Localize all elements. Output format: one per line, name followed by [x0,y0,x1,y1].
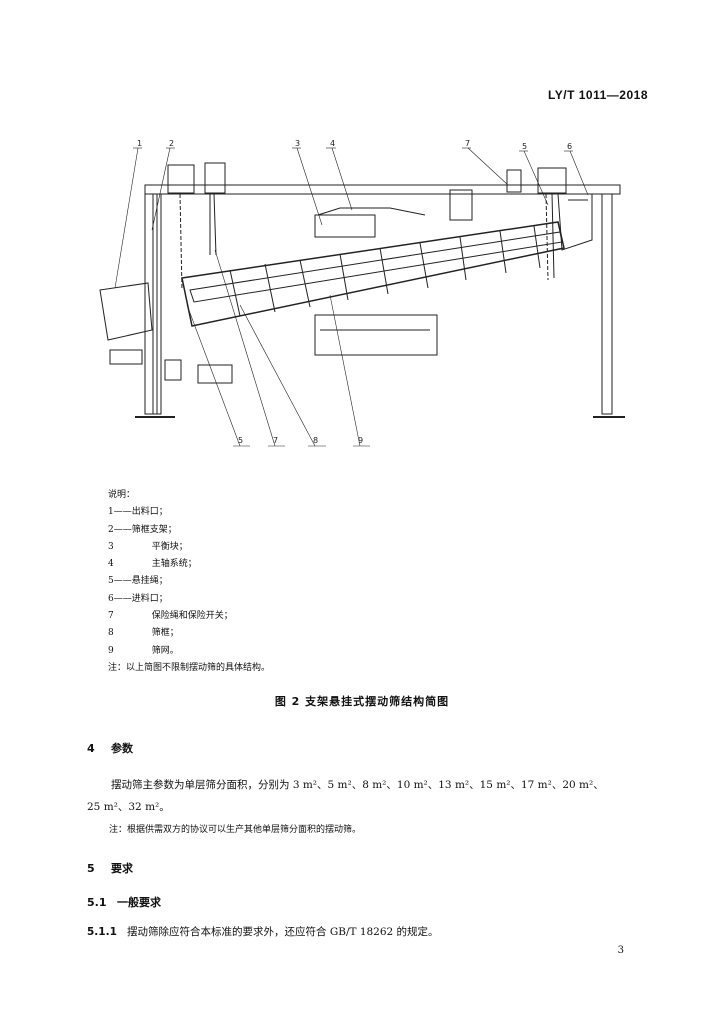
legend-item: 2——筛框支架； [108,524,177,535]
section-4-note: 注：根据供需双方的协议可以生产其他单层筛分面积的摆动筛。 [109,825,362,835]
support-top-beam [144,184,621,195]
feed-inlet [557,193,593,251]
legend-item: 5——悬挂绳； [108,576,168,587]
legend-item: 1——出料口； [108,507,168,518]
support-right-column [601,193,613,415]
balance-block [314,214,376,238]
section-4-paragraph-line2: 25 m²、32 m²。 [87,801,170,813]
callout-2: 2 [169,139,174,148]
support-left-column [144,193,158,415]
callout-1: 1 [137,139,142,148]
callout-9: 9 [358,436,363,445]
screen-frame [181,221,565,327]
legend-title: 说明： [108,490,136,500]
discharge-outlet [99,282,153,341]
callout-5-bottom: 5 [238,436,243,445]
callout-8: 8 [313,436,318,445]
legend-item: 6——进料口； [108,593,168,604]
support-left-inner-column [152,193,162,415]
legend-note: 注：以上简图不限制摆动筛的具体结构。 [108,662,271,673]
page-number: 3 [617,945,624,956]
main-shaft-system [317,207,426,216]
section-4-paragraph-line1: 摆动筛主参数为单层筛分面积，分别为 3 m²、5 m²、8 m²、10 m²、1… [111,779,604,791]
callout-7-bottom: 7 [273,436,278,445]
callout-4: 4 [330,139,335,148]
callout-6: 6 [567,142,572,151]
callout-5-top: 5 [522,142,527,151]
standard-code: LY/T 1011—2018 [548,88,648,102]
figure-caption: 图 2 支架悬挂式摆动筛结构简图 [274,695,450,708]
swing-screen-structure-diagram: 1 2 3 4 7 5 6 5 7 8 9 [99,139,625,447]
callout-7-top: 7 [465,139,470,148]
callout-3: 3 [295,139,300,148]
